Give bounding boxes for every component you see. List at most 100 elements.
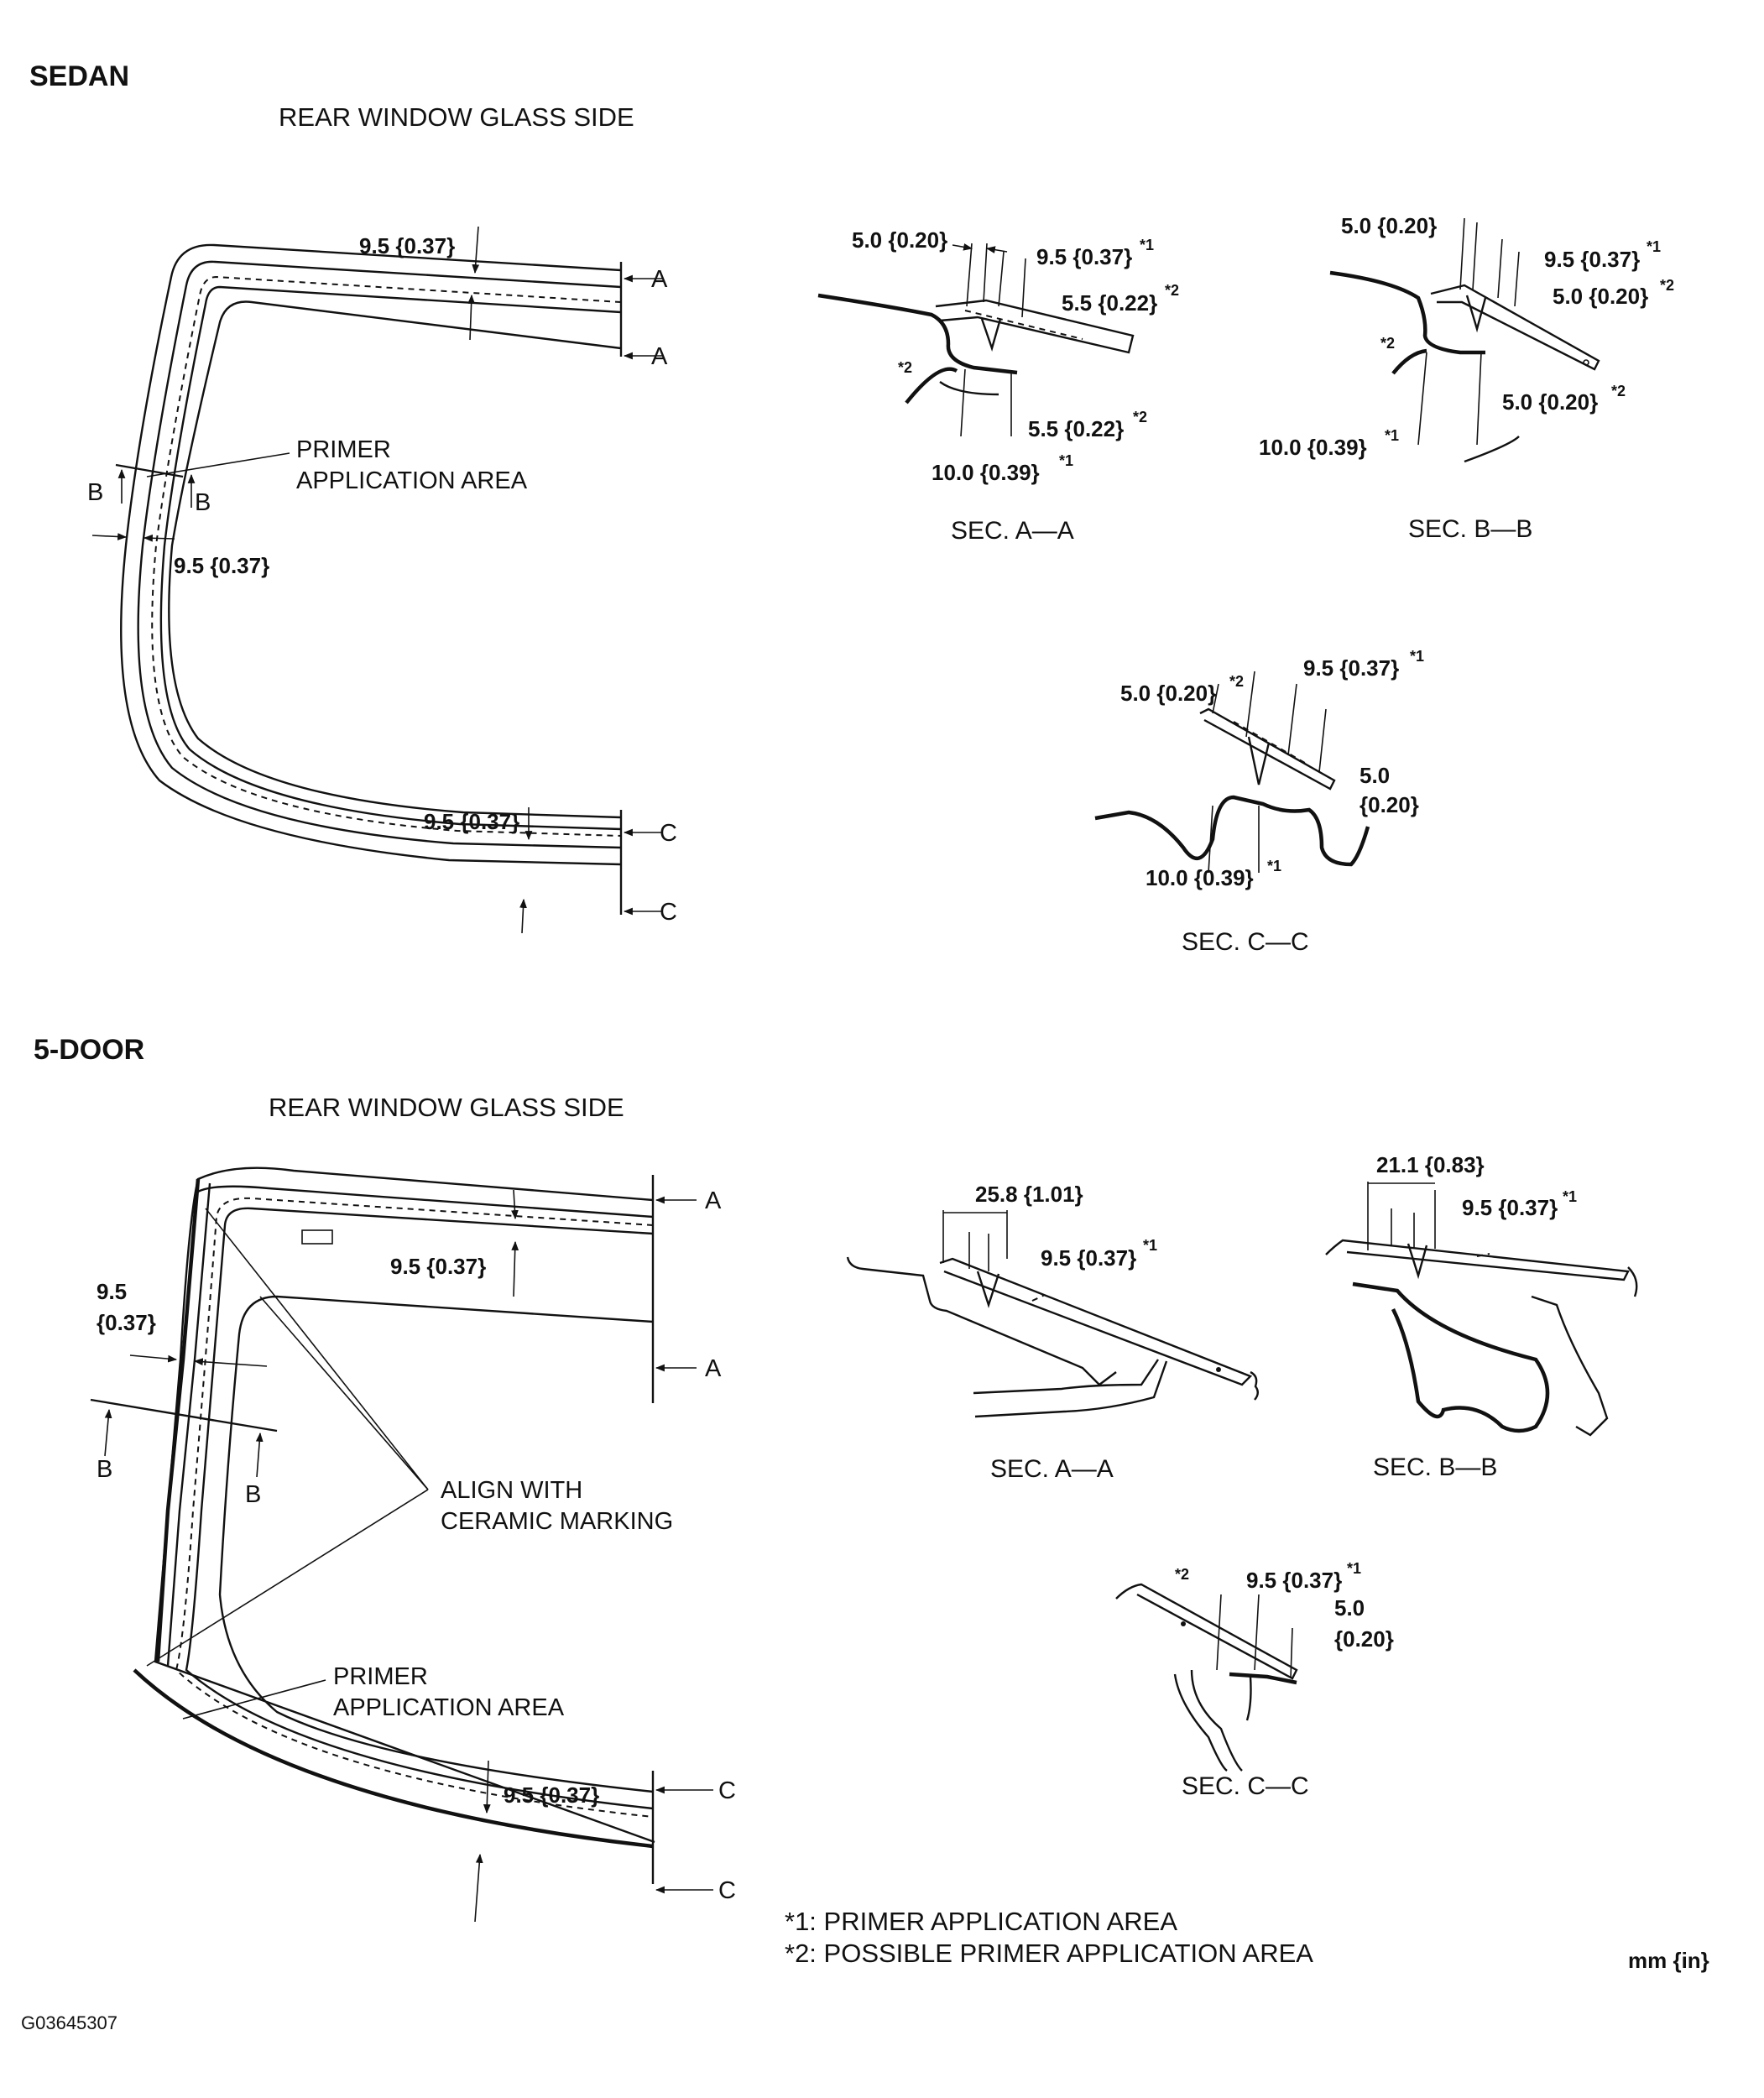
five-door-marker-c-bottom: C (718, 1877, 736, 1904)
sedan-section-a-title: SEC. A—A (951, 517, 1074, 545)
five-door-align-line2: CERAMIC MARKING (441, 1508, 673, 1535)
sedan-a-mark: *2 (898, 359, 912, 376)
sedan-a-dim3: 5.5 {0.22} (1062, 290, 1157, 316)
sedan-section-c-drawing (1094, 671, 1370, 874)
sedan-section-a-dims: 5.0 {0.20} 9.5 {0.37} *1 5.5 {0.22} *2 5… (852, 227, 1179, 545)
units-label: mm {in} (1628, 1948, 1709, 1973)
five-door-section-a-title: SEC. A—A (990, 1455, 1114, 1483)
sedan-a-dim2: 9.5 {0.37} (1036, 244, 1132, 269)
sedan-section-a-drawing (817, 243, 1135, 437)
sedan-dim-top-label: 9.5 {0.37} (359, 233, 455, 258)
five-door-a-dim2-note: *1 (1143, 1237, 1157, 1254)
sedan-b-dim3: 5.0 {0.20} (1553, 284, 1648, 309)
sedan-c-dim1: 5.0 {0.20} (1120, 681, 1216, 706)
five-door-dimension-bottom: 9.5 {0.37} (474, 1760, 599, 1923)
sedan-dimension-bottom: 9.5 {0.37} (424, 807, 533, 934)
five-door-b-dim1: 21.1 {0.83} (1376, 1152, 1485, 1177)
sedan-heading: SEDAN (29, 60, 129, 92)
sedan-a-dim3-note: *2 (1165, 282, 1179, 299)
sedan-c-dim4-note: *1 (1267, 858, 1281, 874)
five-door-c-dim1-note: *1 (1347, 1560, 1361, 1577)
sedan-b-dim4-note: *2 (1611, 383, 1626, 399)
sedan-c-dim2-note: *1 (1410, 648, 1424, 665)
sedan-marker-b-right: B (195, 489, 211, 516)
five-door-marker-b-right: B (245, 1481, 261, 1508)
sedan-c-dim1-note: *2 (1229, 673, 1244, 690)
sedan-subtitle: REAR WINDOW GLASS SIDE (279, 102, 634, 132)
sedan-a-dim4: 5.5 {0.22} (1028, 416, 1124, 441)
sedan-section-c-title: SEC. C—C (1182, 928, 1309, 956)
five-door-marker-a-top: A (705, 1187, 722, 1214)
sedan-dim-bottom-label: 9.5 {0.37} (424, 809, 519, 834)
sedan-b-dim2: 9.5 {0.37} (1544, 247, 1640, 272)
five-door-marker-b-left: B (97, 1456, 112, 1483)
five-door-dim-left-line1: 9.5 (97, 1279, 127, 1304)
five-door-dim-bottom-label: 9.5 {0.37} (504, 1782, 599, 1808)
five-door-dim-left-line2: {0.37} (97, 1310, 156, 1335)
five-door-primer-callout: PRIMER APPLICATION AREA (182, 1663, 565, 1721)
five-door-a-dim1: 25.8 {1.01} (975, 1182, 1083, 1207)
sedan-dim-left-label: 9.5 {0.37} (174, 553, 269, 578)
five-door-section-a-dims: 25.8 {1.01} 9.5 {0.37} *1 SEC. A—A (943, 1182, 1157, 1483)
five-door-c-mark: *2 (1175, 1566, 1189, 1583)
five-door-align-line1: ALIGN WITH (441, 1477, 582, 1504)
sedan-b-mark: *2 (1380, 335, 1395, 352)
sedan-section-b-drawing (1329, 217, 1600, 463)
figure-code: G03645307 (21, 2012, 117, 2033)
sedan-primer-label-line1: PRIMER (296, 436, 391, 463)
five-door-b-dim2: 9.5 {0.37} (1462, 1195, 1558, 1220)
five-door-section-c-drawing (1115, 1583, 1298, 1772)
five-door-ceramic-callout: ALIGN WITH CERAMIC MARKING (146, 1208, 673, 1667)
sedan-marker-b-left: B (87, 479, 103, 506)
sedan-rear-window-outline (120, 243, 623, 915)
sedan-a-dim2-note: *1 (1140, 237, 1154, 253)
sedan-a-dim1: 5.0 {0.20} (852, 227, 947, 253)
sedan-c-dim4: 10.0 {0.39} (1146, 865, 1254, 890)
legend-note-possible-primer: *2: POSSIBLE PRIMER APPLICATION AREA (785, 1939, 1313, 1968)
sedan-a-dim5-note: *1 (1059, 452, 1073, 469)
sedan-b-dim2-note: *1 (1647, 238, 1661, 255)
five-door-subtitle: REAR WINDOW GLASS SIDE (269, 1093, 624, 1122)
five-door-section-b-drawing (1325, 1182, 1638, 1437)
sedan-marker-c-bottom: C (660, 899, 677, 926)
five-door-marker-c-top: C (718, 1777, 736, 1804)
five-door-primer-label-line2: APPLICATION AREA (333, 1694, 565, 1721)
five-door-c-dim2-line2: {0.20} (1334, 1626, 1394, 1652)
sedan-c-dim3-line2: {0.20} (1360, 792, 1419, 817)
five-door-section-c-dims: *2 9.5 {0.37} *1 5.0 {0.20} SEC. C—C (1175, 1560, 1394, 1800)
sedan-marker-a-top: A (651, 266, 668, 293)
sedan-marker-c-top: C (660, 820, 677, 847)
sedan-a-dim5: 10.0 {0.39} (932, 460, 1040, 485)
sedan-b-dim3-note: *2 (1660, 277, 1674, 294)
five-door-rear-window-outline (133, 1166, 655, 1884)
five-door-dimension-top: 9.5 {0.37} (390, 1189, 519, 1297)
sedan-a-dim4-note: *2 (1133, 409, 1147, 425)
sedan-dimension-top: 9.5 {0.37} (359, 226, 480, 341)
sedan-primer-label-line2: APPLICATION AREA (296, 467, 528, 494)
sedan-primer-callout: PRIMER APPLICATION AREA (146, 436, 528, 494)
sedan-b-dim4: 5.0 {0.20} (1502, 389, 1598, 415)
five-door-section-b-dims: 21.1 {0.83} 9.5 {0.37} *1 SEC. B—B (1368, 1152, 1577, 1481)
five-door-marker-a-bottom: A (705, 1355, 722, 1382)
five-door-heading: 5-DOOR (34, 1034, 144, 1066)
five-door-primer-label-line1: PRIMER (333, 1663, 428, 1690)
sedan-b-dim1: 5.0 {0.20} (1341, 213, 1437, 238)
sedan-section-b-title: SEC. B—B (1408, 515, 1532, 543)
five-door-section-c-title: SEC. C—C (1182, 1772, 1309, 1800)
five-door-section-b-title: SEC. B—B (1373, 1453, 1497, 1481)
five-door-c-dim2-line1: 5.0 (1334, 1595, 1365, 1620)
sedan-marker-a-bottom: A (651, 343, 668, 370)
sedan-c-dim2: 9.5 {0.37} (1303, 655, 1399, 681)
sedan-dimension-left: 9.5 {0.37} (91, 533, 269, 578)
five-door-a-dim2: 9.5 {0.37} (1041, 1245, 1136, 1271)
sedan-section-c-dims: 5.0 {0.20} *2 9.5 {0.37} *1 5.0 {0.20} 1… (1120, 648, 1424, 956)
sedan-b-dim5-note: *1 (1385, 427, 1399, 444)
five-door-dim-top-label: 9.5 {0.37} (390, 1254, 486, 1279)
sedan-section-markers: A A C C B B (87, 266, 677, 926)
five-door-section-a-drawing (846, 1210, 1259, 1418)
sedan-section-b-dims: 5.0 {0.20} 9.5 {0.37} *1 5.0 {0.20} *2 5… (1259, 213, 1674, 543)
sedan-b-dim5: 10.0 {0.39} (1259, 435, 1367, 460)
five-door-c-dim1: 9.5 {0.37} (1246, 1568, 1342, 1593)
